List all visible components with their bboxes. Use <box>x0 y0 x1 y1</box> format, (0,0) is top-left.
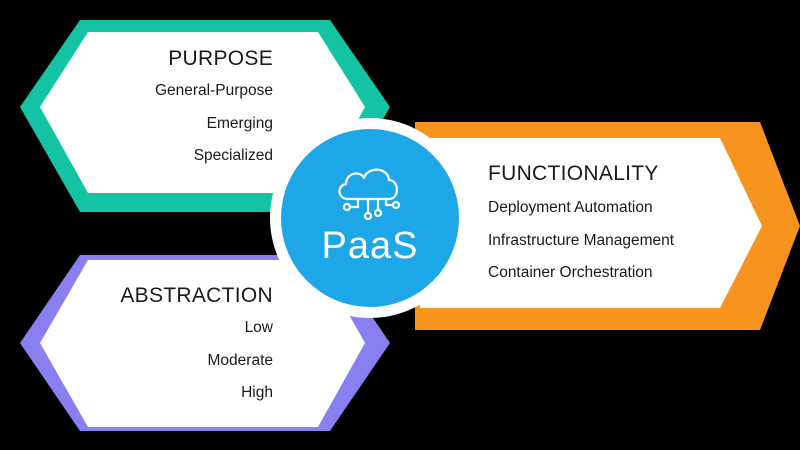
cloud-network-icon <box>338 168 401 221</box>
abstraction-panel <box>40 260 365 427</box>
abstraction-content: ABSTRACTION Low Moderate High <box>33 285 273 418</box>
purpose-title: PURPOSE <box>168 47 273 70</box>
abstraction-item: Moderate <box>207 351 273 369</box>
purpose-panel <box>40 32 365 193</box>
functionality-item: Infrastructure Management <box>488 231 675 249</box>
purpose-item: Specialized <box>193 147 273 164</box>
center-label: PaaS <box>321 225 419 267</box>
functionality-title: FUNCTIONALITY <box>488 162 659 185</box>
abstraction-title: ABSTRACTION <box>120 284 273 307</box>
abstraction-item: Low <box>244 319 273 336</box>
functionality-item: Container Orchestration <box>488 264 653 281</box>
functionality-item: Deployment Automation <box>488 199 653 216</box>
purpose-item: General-Purpose <box>154 82 273 99</box>
functionality-panel <box>420 138 762 308</box>
abstraction-item: High <box>241 384 273 401</box>
purpose-content: PURPOSE General-Purpose Emerging Special… <box>33 48 273 181</box>
purpose-item: Emerging <box>206 114 273 132</box>
functionality-content: FUNCTIONALITY Deployment Automation Infr… <box>488 163 748 298</box>
